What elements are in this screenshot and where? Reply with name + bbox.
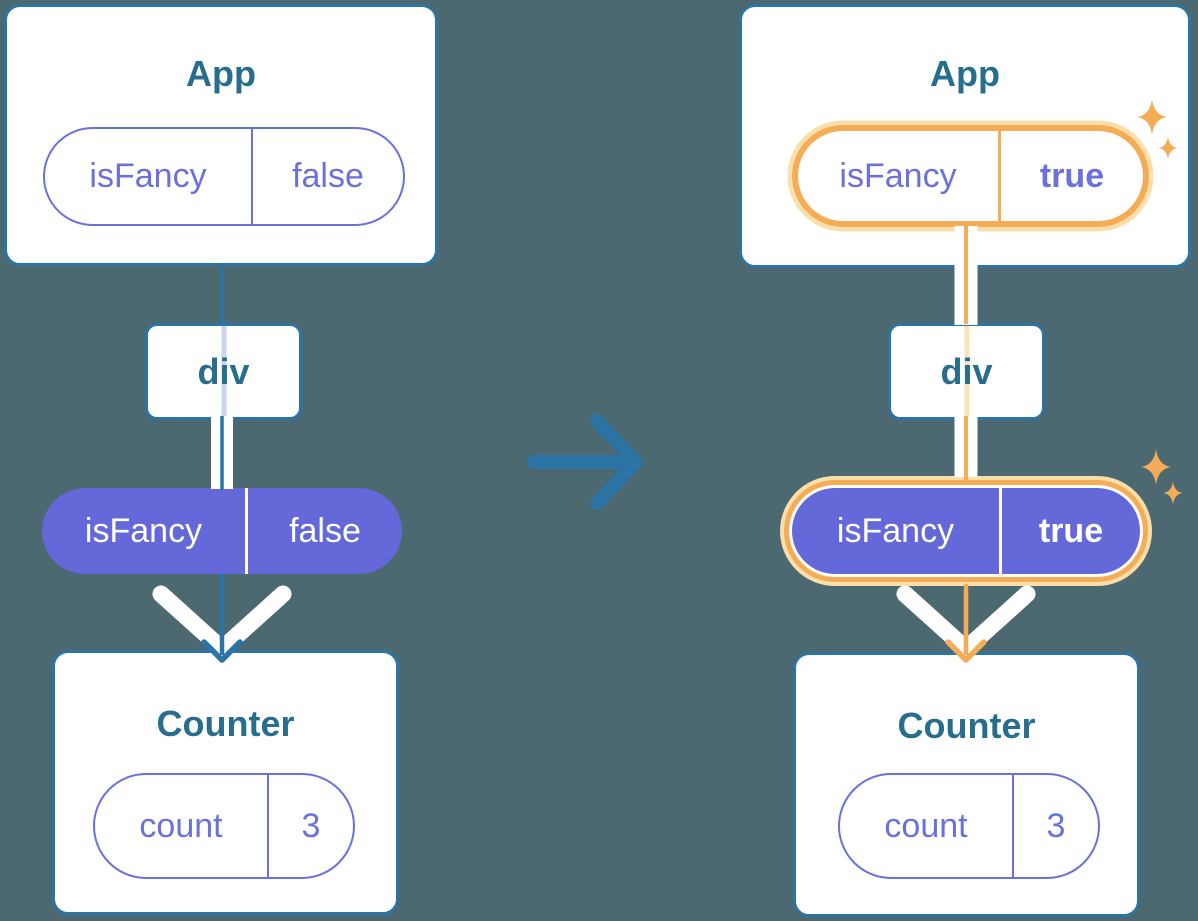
right-counter-state-value: 3 (1046, 806, 1066, 845)
right-app-card: App isFancy true (739, 4, 1191, 268)
right-div-to-pill-pipe (954, 416, 978, 482)
left-counter-state-value: 3 (301, 806, 321, 845)
left-pill-to-counter-arrow-icon (201, 574, 243, 663)
left-app-card: App isFancy false (4, 4, 438, 266)
left-counter-state-key: count (95, 775, 269, 877)
left-div-label: div (197, 350, 250, 392)
right-counter-state-pill: count 3 (838, 773, 1100, 879)
bottom-sparkles-icon (1141, 449, 1183, 505)
right-app-prop-value: true (1039, 156, 1105, 195)
transition-arrow-right-icon (527, 414, 643, 510)
right-counter-state-key: count (840, 775, 1014, 877)
left-counter-title: Counter (156, 703, 295, 744)
right-div-box: div (888, 323, 1045, 420)
left-div-box: div (145, 323, 302, 420)
right-counter-card: Counter count 3 (793, 652, 1140, 917)
right-passed-prop-value: true (1038, 511, 1104, 550)
left-app-title: App (186, 53, 256, 94)
right-passed-prop-key: isFancy (792, 488, 1002, 574)
right-pill-to-counter-arrow-icon (945, 584, 987, 663)
right-div-label: div (940, 350, 993, 392)
left-white-chevron-arrow-icon (152, 585, 292, 658)
right-div-pass-through-line (964, 326, 969, 417)
right-passed-prop-pill-highlighted: isFancy true (792, 488, 1140, 574)
left-div-pass-through-line (221, 326, 226, 417)
left-app-prop-pill: isFancy false (43, 127, 405, 226)
left-passed-prop-pill: isFancy false (42, 488, 402, 574)
left-passed-prop-value: false (289, 511, 361, 550)
right-app-prop-key: isFancy (798, 131, 1001, 221)
left-div-to-pill-pipe (211, 416, 233, 490)
left-passed-prop-key: isFancy (42, 488, 248, 574)
left-app-prop-value: false (292, 157, 364, 195)
right-white-chevron-arrow-icon (896, 585, 1036, 658)
right-app-title: App (930, 53, 1000, 94)
right-app-prop-pill-highlighted: isFancy true (798, 131, 1143, 221)
left-app-prop-key: isFancy (45, 129, 253, 224)
left-counter-card: Counter count 3 (52, 650, 399, 915)
right-counter-title: Counter (897, 705, 1036, 746)
left-counter-state-pill: count 3 (93, 773, 355, 879)
